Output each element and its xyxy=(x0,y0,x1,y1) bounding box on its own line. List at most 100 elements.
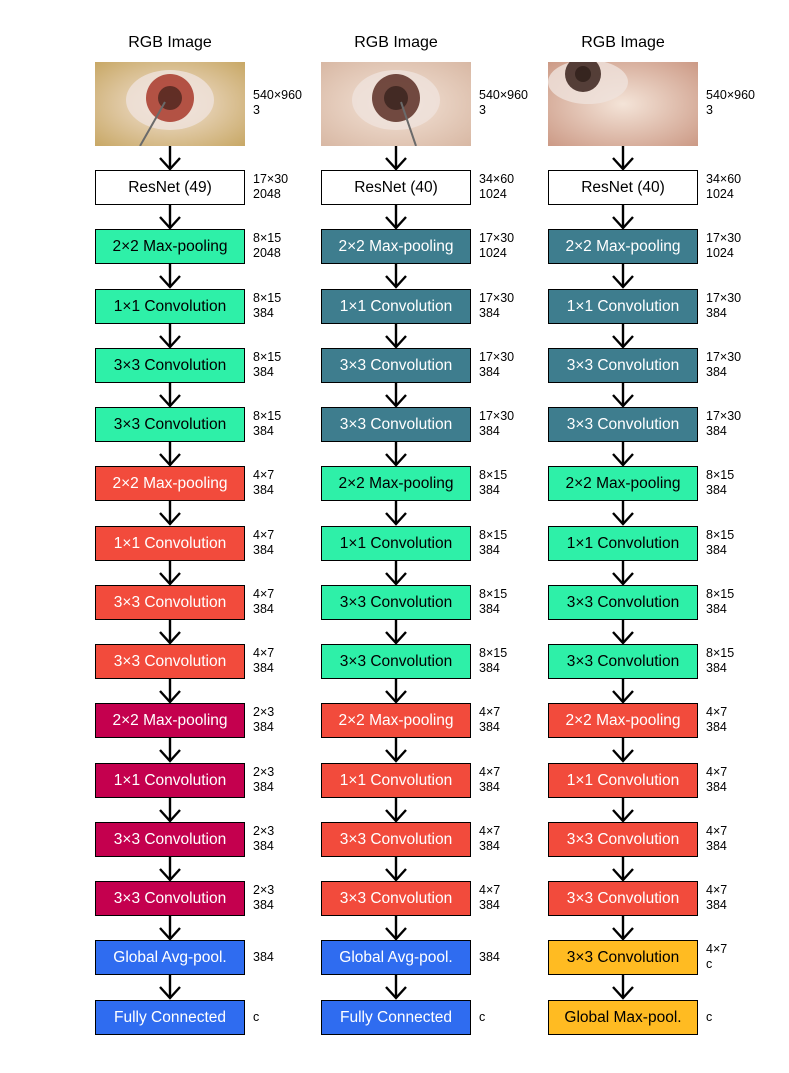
layer-block: 2×2 Max-pooling xyxy=(321,703,471,738)
layer-label: 3×3 Convolution xyxy=(113,415,227,433)
tensor-shape-secondary: 384 xyxy=(706,898,727,912)
tensor-shape-secondary: 384 xyxy=(253,365,274,379)
tensor-shape-primary: 4×7 xyxy=(253,646,275,660)
down-arrow-icon xyxy=(610,264,636,289)
down-arrow-icon xyxy=(383,264,409,289)
down-arrow-icon xyxy=(383,857,409,882)
layer-label: 3×3 Convolution xyxy=(113,356,227,374)
layer-block: 2×2 Max-pooling xyxy=(95,703,245,738)
layer-block: 3×3 Convolution xyxy=(321,348,471,383)
column-title: RGB Image xyxy=(128,34,212,51)
tensor-shape-secondary: 384 xyxy=(706,661,727,675)
layer-block: ResNet (49) xyxy=(95,170,245,205)
layer-label: 3×3 Convolution xyxy=(566,948,680,966)
layer-block: 3×3 Convolution xyxy=(548,585,698,620)
tensor-shape-secondary: 384 xyxy=(706,306,727,320)
layer-label: 2×2 Max-pooling xyxy=(338,474,454,492)
tensor-shape-primary: 4×7 xyxy=(253,468,275,482)
tensor-shape-label: c xyxy=(253,1010,259,1025)
layer-block: 1×1 Convolution xyxy=(548,289,698,324)
tensor-shape-primary: 8×15 xyxy=(479,587,508,601)
layer-label: 3×3 Convolution xyxy=(566,652,680,670)
tensor-shape-primary: 17×30 xyxy=(706,409,742,423)
tensor-shape-primary: 2×3 xyxy=(253,705,275,719)
down-arrow-icon xyxy=(610,798,636,823)
tensor-shape-primary: 17×30 xyxy=(479,291,515,305)
layer-block: 3×3 Convolution xyxy=(548,348,698,383)
tensor-shape-primary: 2×3 xyxy=(253,824,275,838)
tensor-shape-primary: 4×7 xyxy=(479,765,501,779)
tensor-shape-secondary: 2048 xyxy=(253,246,281,260)
tensor-shape-label: c xyxy=(479,1010,485,1025)
down-arrow-icon xyxy=(157,857,183,882)
down-arrow-icon xyxy=(383,383,409,408)
tensor-shape-primary: 540×960 xyxy=(479,88,529,102)
tensor-shape-secondary: 384 xyxy=(479,661,500,675)
layer-label: 3×3 Convolution xyxy=(339,415,453,433)
tensor-shape-secondary: 384 xyxy=(253,839,274,853)
layer-block: 2×2 Max-pooling xyxy=(321,466,471,501)
down-arrow-icon xyxy=(157,324,183,349)
down-arrow-icon xyxy=(383,324,409,349)
down-arrow-icon xyxy=(383,798,409,823)
layer-block: 3×3 Convolution xyxy=(548,940,698,975)
layer-block: 3×3 Convolution xyxy=(548,822,698,857)
layer-block: 3×3 Convolution xyxy=(95,348,245,383)
tensor-shape-primary: 8×15 xyxy=(706,468,735,482)
layer-block: 1×1 Convolution xyxy=(95,526,245,561)
tensor-shape-secondary: 384 xyxy=(479,780,500,794)
down-arrow-icon xyxy=(610,442,636,467)
layer-label: Fully Connected xyxy=(113,1008,226,1026)
layer-block: Global Max-pool. xyxy=(548,1000,698,1035)
tensor-shape-primary: 17×30 xyxy=(253,172,289,186)
tensor-shape-secondary: 384 xyxy=(479,720,500,734)
tensor-shape-secondary: 384 xyxy=(479,839,500,853)
down-arrow-icon xyxy=(383,205,409,230)
layer-block: 1×1 Convolution xyxy=(95,763,245,798)
tensor-shape-secondary: 1024 xyxy=(706,246,734,260)
layer-block: 3×3 Convolution xyxy=(548,644,698,679)
tensor-shape-label: 384 xyxy=(479,950,500,965)
layer-block: Global Avg-pool. xyxy=(321,940,471,975)
layer-label: 3×3 Convolution xyxy=(339,652,453,670)
down-arrow-icon xyxy=(610,501,636,526)
tensor-shape-primary: 17×30 xyxy=(706,350,742,364)
tensor-shape-primary: 8×15 xyxy=(706,587,735,601)
tensor-shape-secondary: 384 xyxy=(479,483,500,497)
down-arrow-icon xyxy=(157,738,183,763)
tensor-shape-secondary: 2048 xyxy=(253,187,281,201)
tensor-shape-secondary: 384 xyxy=(253,720,274,734)
layer-label: 3×3 Convolution xyxy=(339,356,453,374)
down-arrow-icon xyxy=(383,501,409,526)
down-arrow-icon xyxy=(157,561,183,586)
tensor-shape-secondary: 384 xyxy=(253,306,274,320)
tensor-shape-secondary: 384 xyxy=(479,306,500,320)
tensor-shape-primary: 4×7 xyxy=(706,705,728,719)
rgb-input-image xyxy=(548,62,698,146)
down-arrow-icon xyxy=(157,679,183,704)
layer-block: 1×1 Convolution xyxy=(321,763,471,798)
layer-block: 2×2 Max-pooling xyxy=(95,229,245,264)
tensor-shape-primary: c xyxy=(253,1010,260,1024)
tensor-shape-primary: 384 xyxy=(479,950,500,964)
tensor-shape-primary: 17×30 xyxy=(479,350,515,364)
tensor-shape-secondary: 384 xyxy=(253,661,274,675)
